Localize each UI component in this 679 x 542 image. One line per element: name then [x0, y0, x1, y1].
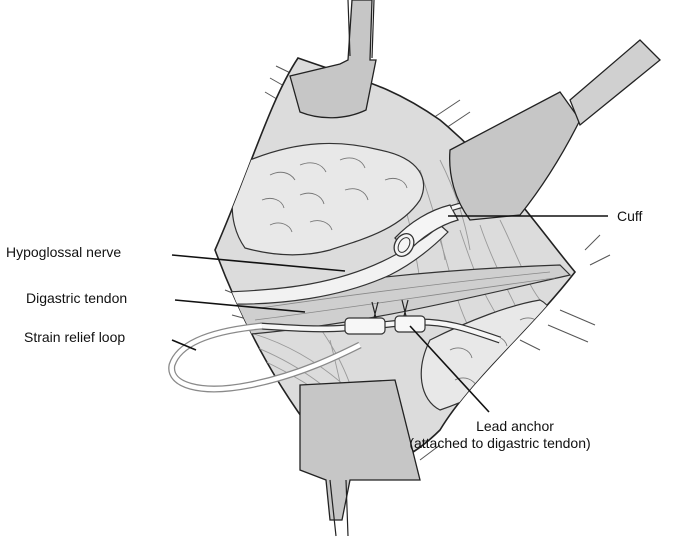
label-lead-anchor-line1: Lead anchor [400, 418, 630, 435]
label-strain-relief-loop: Strain relief loop [24, 329, 125, 346]
label-lead-anchor: Lead anchor (attached to digastric tendo… [400, 418, 630, 452]
label-hypoglossal-nerve: Hypoglossal nerve [6, 244, 121, 261]
retractor-right [450, 40, 660, 220]
label-digastric-tendon: Digastric tendon [26, 290, 127, 307]
label-cuff: Cuff [617, 208, 642, 225]
label-lead-anchor-line2: (attached to digastric tendon) [370, 435, 630, 452]
